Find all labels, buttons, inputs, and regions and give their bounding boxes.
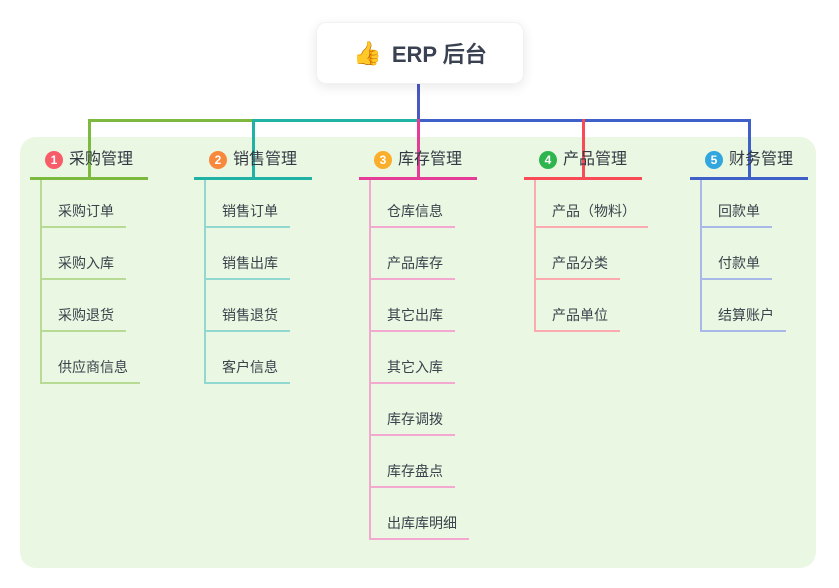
- child-item[interactable]: 库存调拨: [371, 384, 455, 436]
- child-item[interactable]: 结算账户: [702, 280, 786, 332]
- child-item[interactable]: 回款单: [702, 180, 772, 228]
- branch-title: 销售管理: [232, 151, 297, 168]
- root-connector-line: [416, 82, 420, 122]
- child-item[interactable]: 采购订单: [42, 180, 126, 228]
- child-item[interactable]: 采购退货: [42, 280, 126, 332]
- branch-sales-number-badge: 2: [208, 151, 227, 169]
- drop-line-sales: [251, 119, 255, 177]
- child-item[interactable]: 供应商信息: [42, 332, 140, 384]
- branch-purchase: 1 采购管理采购订单采购入库采购退货供应商信息: [30, 145, 148, 384]
- branch-title: 采购管理: [68, 151, 133, 168]
- branch-purchase-number-badge: 1: [44, 151, 63, 169]
- branch-product: 4 产品管理产品（物料）产品分类产品单位: [524, 145, 648, 332]
- branch-title: 财务管理: [728, 151, 793, 168]
- child-item[interactable]: 产品（物料）: [536, 180, 648, 228]
- branch-inventory-node[interactable]: 3 库存管理: [359, 145, 477, 180]
- child-item[interactable]: 客户信息: [206, 332, 290, 384]
- drop-line-purchase: [87, 119, 91, 177]
- bus-line-mid: [253, 119, 418, 122]
- child-item[interactable]: 销售出库: [206, 228, 290, 280]
- branch-finance-node[interactable]: 5 财务管理: [690, 145, 808, 180]
- branch-product-children: 产品（物料）产品分类产品单位: [534, 180, 648, 332]
- branch-title: 库存管理: [397, 151, 462, 168]
- child-item[interactable]: 付款单: [702, 228, 772, 280]
- root-title: ERP 后台: [391, 42, 487, 67]
- drop-line-product: [581, 119, 585, 177]
- child-item[interactable]: 产品分类: [536, 228, 620, 280]
- branch-finance-children: 回款单付款单结算账户: [700, 180, 786, 332]
- root-node[interactable]: 👍 ERP 后台: [316, 22, 524, 84]
- child-item[interactable]: 库存盘点: [371, 436, 455, 488]
- branch-sales-node[interactable]: 2 销售管理: [194, 145, 312, 180]
- branch-sales: 2 销售管理销售订单销售出库销售退货客户信息: [194, 145, 312, 384]
- branch-sales-children: 销售订单销售出库销售退货客户信息: [204, 180, 290, 384]
- child-item[interactable]: 仓库信息: [371, 180, 455, 228]
- drop-line-inventory: [416, 119, 420, 177]
- branch-purchase-children: 采购订单采购入库采购退货供应商信息: [40, 180, 140, 384]
- branch-product-node[interactable]: 4 产品管理: [524, 145, 642, 180]
- branch-finance-number-badge: 5: [704, 151, 723, 169]
- child-item[interactable]: 产品单位: [536, 280, 620, 332]
- drop-line-finance: [747, 119, 751, 177]
- branch-title: 产品管理: [562, 151, 627, 168]
- bus-line-left: [89, 119, 253, 122]
- branch-product-number-badge: 4: [538, 151, 557, 169]
- child-item[interactable]: 产品库存: [371, 228, 455, 280]
- child-item[interactable]: 销售订单: [206, 180, 290, 228]
- child-item[interactable]: 出库库明细: [371, 488, 469, 540]
- thumbs-up-icon: 👍: [353, 39, 382, 66]
- branch-inventory-children: 仓库信息产品库存其它出库其它入库库存调拨库存盘点出库库明细: [369, 180, 469, 540]
- branch-finance: 5 财务管理回款单付款单结算账户: [690, 145, 808, 332]
- child-item[interactable]: 其它出库: [371, 280, 455, 332]
- branch-inventory-number-badge: 3: [373, 151, 392, 169]
- branch-inventory: 3 库存管理仓库信息产品库存其它出库其它入库库存调拨库存盘点出库库明细: [359, 145, 477, 540]
- mindmap-panel: [20, 137, 816, 568]
- child-item[interactable]: 销售退货: [206, 280, 290, 332]
- child-item[interactable]: 采购入库: [42, 228, 126, 280]
- child-item[interactable]: 其它入库: [371, 332, 455, 384]
- branch-purchase-node[interactable]: 1 采购管理: [30, 145, 148, 180]
